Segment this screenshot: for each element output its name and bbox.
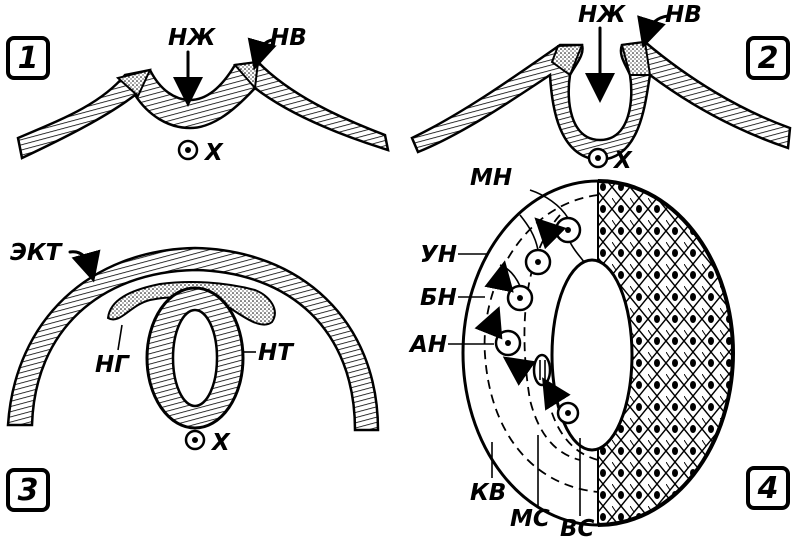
- neural-groove-layer: [410, 40, 792, 162]
- label-notochord: Х: [612, 148, 633, 174]
- neural-tube: [145, 286, 245, 430]
- label-notochord: Х: [203, 140, 224, 166]
- label-neural-plate: НЖ: [578, 2, 626, 28]
- panel-number: 3: [18, 473, 39, 508]
- label-notochord: Х: [210, 430, 231, 456]
- neural-plate-layer: [16, 60, 390, 160]
- label-ectoderm: ЭКТ: [10, 240, 64, 266]
- migrating-neuroblasts: [474, 189, 585, 425]
- label-vs: ВС: [560, 516, 595, 542]
- neural-fold-left: [550, 43, 584, 77]
- arrow-neural-fold: [247, 37, 277, 71]
- panel-3: 3 ЭКТ НГ НТ Х: [6, 240, 380, 512]
- arrow-ectoderm: [68, 249, 101, 283]
- label-neural-fold: НВ: [270, 25, 307, 51]
- notochord: [177, 139, 199, 161]
- label-kv: КВ: [470, 480, 506, 506]
- label-neural-crest: НГ: [95, 352, 130, 378]
- panel-number-box: 1: [6, 36, 50, 80]
- neural-fold-left: [115, 68, 152, 98]
- panel-number-box: 2: [746, 36, 790, 80]
- panel-2: 2 НЖ НВ Х: [410, 2, 792, 174]
- label-mn: МН: [470, 165, 512, 191]
- panel-number-box: 3: [6, 468, 50, 512]
- label-neural-plate: НЖ: [168, 25, 216, 51]
- arrow-neural-fold: [637, 14, 670, 49]
- panel-number: 4: [757, 471, 779, 506]
- panel-number-box: 4: [746, 466, 790, 510]
- label-neural-tube: НТ: [258, 340, 295, 366]
- label-an: АН: [408, 332, 447, 358]
- label-un: УН: [420, 242, 457, 268]
- neural-fold-right: [620, 40, 652, 76]
- label-neural-fold: НВ: [665, 2, 702, 28]
- ectoderm-arc: [6, 246, 380, 432]
- notochord: [184, 429, 206, 451]
- panel-4: 4: [408, 165, 790, 542]
- neural-crest: [106, 281, 276, 326]
- label-ms: МС: [510, 506, 550, 532]
- label-bn: БН: [420, 285, 457, 311]
- panel-number: 1: [18, 41, 39, 76]
- notochord: [587, 147, 609, 169]
- panel-1: 1 НЖ НВ Х: [6, 25, 390, 166]
- panel-number: 2: [758, 41, 779, 76]
- leader-neural-crest: [117, 324, 123, 351]
